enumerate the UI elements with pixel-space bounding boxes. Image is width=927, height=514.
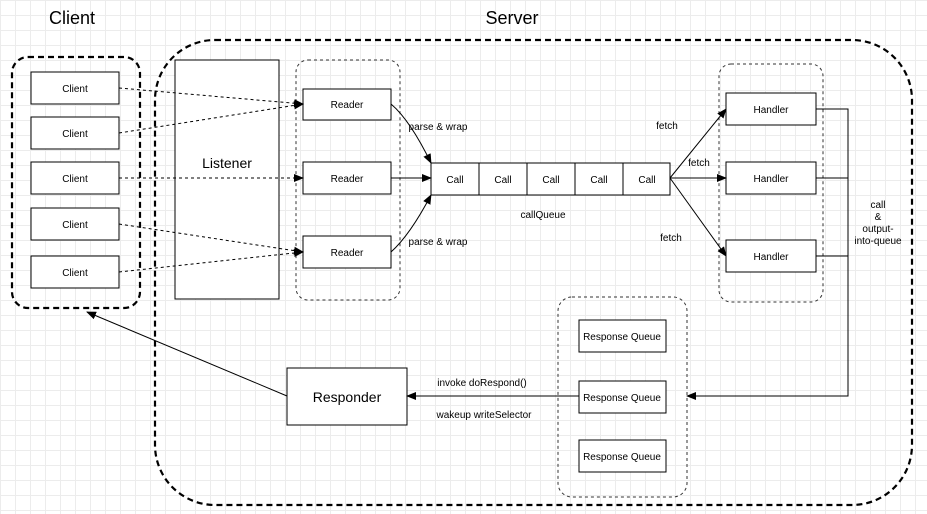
handlers-to-responsequeue-arrow <box>686 108 849 400</box>
client-box-4: Client <box>30 207 120 241</box>
call-output-label-line3: output- <box>862 224 893 235</box>
client-box-1: Client <box>30 71 120 105</box>
reader-label: Reader <box>331 100 364 111</box>
client5-to-reader3-arrow <box>118 248 304 273</box>
client-label: Client <box>62 129 88 140</box>
handler-label: Handler <box>753 105 789 116</box>
response-queue-box-1: Response Queue <box>578 319 667 353</box>
handler-box-2: Handler <box>725 161 817 195</box>
client-label: Client <box>62 220 88 231</box>
response-queue-label: Response Queue <box>583 452 661 463</box>
reader-box-2: Reader <box>302 161 392 195</box>
handler-box-3: Handler <box>725 239 817 273</box>
call-queue-label: callQueue <box>520 210 565 221</box>
call-label: Call <box>494 175 511 186</box>
call-output-label-line2: & <box>875 212 882 223</box>
handler-group <box>718 63 824 303</box>
client-label: Client <box>62 268 88 279</box>
callqueue-to-handler3-arrow <box>669 177 727 257</box>
parse-wrap-label-bottom: parse & wrap <box>409 237 468 248</box>
listener-box: Listener <box>174 59 280 300</box>
client-section-title: Client <box>49 8 95 28</box>
call-queue: Call Call Call Call Call <box>430 162 671 196</box>
handler-label: Handler <box>753 174 789 185</box>
reader1-to-callqueue-arrow <box>390 103 432 164</box>
client-group <box>10 55 142 310</box>
response-queue-group <box>557 296 688 498</box>
handler-box-1: Handler <box>725 92 817 126</box>
call-output-label-line4: into-queue <box>854 236 902 247</box>
reader-box-3: Reader <box>302 235 392 269</box>
call-label: Call <box>446 175 463 186</box>
responder-box: Responder <box>286 367 408 426</box>
handler-label: Handler <box>753 252 789 263</box>
reader-label: Reader <box>331 248 364 259</box>
invoke-label: invoke doRespond() <box>437 378 527 389</box>
parse-wrap-label-top: parse & wrap <box>409 122 468 133</box>
server-section-title: Server <box>485 8 538 28</box>
call-cell-4 <box>574 162 624 196</box>
client-box-2: Client <box>30 116 120 150</box>
responder-label: Responder <box>313 389 382 405</box>
client2-to-reader1-arrow <box>118 101 304 134</box>
response-queue-label: Response Queue <box>583 393 661 404</box>
responder-to-client-arrow <box>86 311 288 397</box>
client-box-3: Client <box>30 161 120 195</box>
response-queue-box-3: Response Queue <box>578 439 667 473</box>
client-box-5: Client <box>30 255 120 289</box>
fetch-label-bottom: fetch <box>660 233 682 244</box>
call-cell-5 <box>622 162 671 196</box>
reader-label: Reader <box>331 174 364 185</box>
call-label: Call <box>590 175 607 186</box>
wakeup-label: wakeup writeSelector <box>435 410 532 421</box>
server-group <box>153 38 914 507</box>
call-label: Call <box>542 175 559 186</box>
fetch-label-top: fetch <box>656 121 678 132</box>
call-cell-2 <box>478 162 528 196</box>
response-queue-box-2: Response Queue <box>578 380 667 414</box>
fetch-label-mid: fetch <box>688 158 710 169</box>
listener-label: Listener <box>202 155 252 171</box>
client4-to-reader3-arrow <box>118 223 304 255</box>
client-label: Client <box>62 84 88 95</box>
client-label: Client <box>62 174 88 185</box>
callqueue-to-handler1-arrow <box>669 108 727 179</box>
call-label: Call <box>638 175 655 186</box>
reader3-to-callqueue-arrow <box>390 194 432 253</box>
call-cell-1 <box>430 162 480 196</box>
reader-box-1: Reader <box>302 88 392 121</box>
call-output-label-line1: call <box>870 200 885 211</box>
client1-to-reader1-arrow <box>118 87 304 108</box>
response-queue-label: Response Queue <box>583 332 661 343</box>
